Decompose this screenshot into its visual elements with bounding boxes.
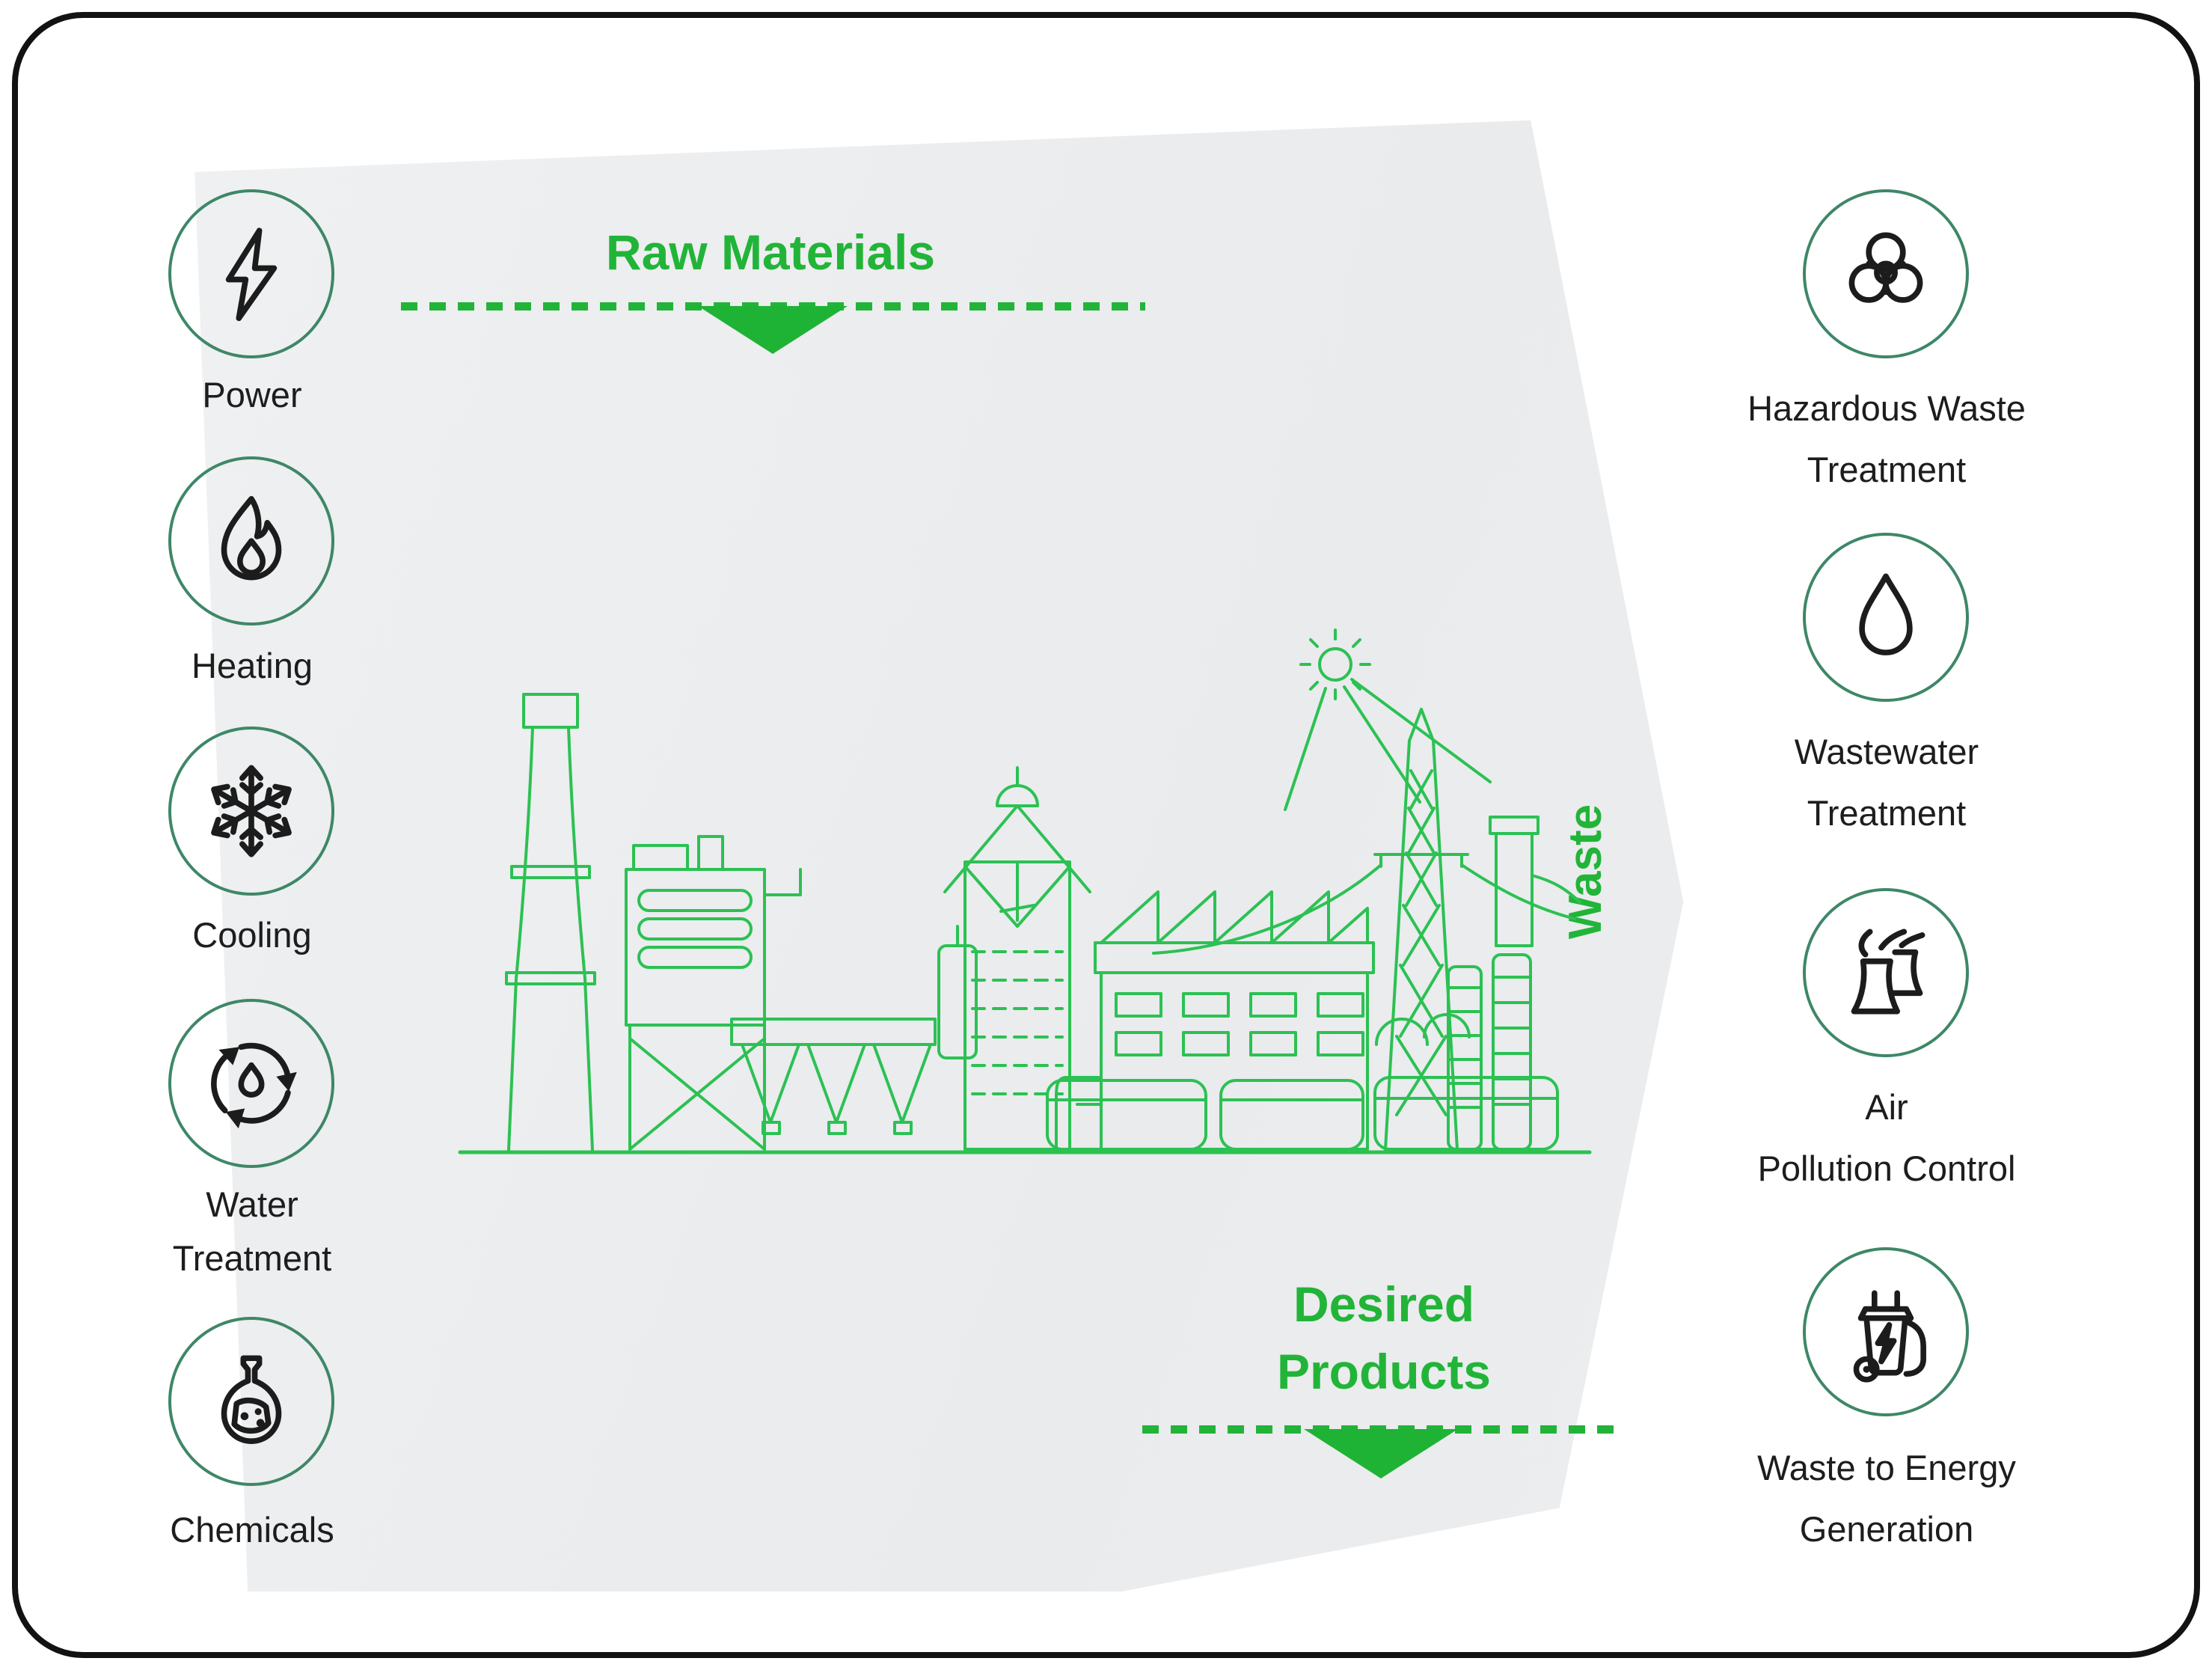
input-chemicals-circle <box>168 1317 334 1486</box>
input-power-label: Power <box>202 375 302 415</box>
output-hazardous-waste-label: Hazardous Waste Treatment <box>1747 388 2026 489</box>
desired-products-line2: Products <box>1276 1344 1492 1399</box>
output-air-pollution-circle <box>1803 888 1969 1057</box>
water-droplet-icon <box>1859 573 1913 655</box>
output-wastewater-label: Wastewater Treatment <box>1794 732 1979 833</box>
input-water-treatment-label: Water Treatment <box>172 1184 332 1278</box>
input-power-circle <box>168 189 334 358</box>
input-cooling-circle <box>168 727 334 896</box>
snowflake-icon <box>211 765 292 857</box>
output-air-pollution-label: Air Pollution Control <box>1757 1087 2016 1188</box>
water-recycle-icon <box>211 1042 297 1129</box>
input-cooling-label: Cooling <box>192 915 312 955</box>
input-heating-label: Heating <box>192 646 313 685</box>
cooling-tower-icon <box>1851 929 1925 1015</box>
factory-illustration <box>458 628 1592 1154</box>
desired-products-line1: Desired <box>1293 1276 1475 1332</box>
input-heating-circle <box>168 456 334 626</box>
output-hazardous-waste-circle <box>1803 189 1969 358</box>
waste-to-energy-icon <box>1853 1290 1926 1383</box>
output-waste-to-energy-circle <box>1803 1247 1969 1416</box>
flame-icon <box>221 495 282 581</box>
input-water-treatment-circle <box>168 999 334 1168</box>
output-waste-to-energy-label: Waste to Energy Generation <box>1757 1448 2016 1549</box>
desired-products-label: Desired Products <box>1122 1270 1646 1405</box>
lightning-bolt-icon <box>225 227 278 322</box>
biohazard-icon <box>1848 232 1923 303</box>
raw-materials-label: Raw Materials <box>605 224 936 280</box>
output-wastewater-circle <box>1803 533 1969 702</box>
raw-materials-arrow-icon <box>698 306 848 354</box>
desired-products-arrow-icon <box>1304 1429 1458 1478</box>
input-chemicals-label: Chemicals <box>170 1510 334 1550</box>
chemical-flask-icon <box>221 1355 282 1444</box>
